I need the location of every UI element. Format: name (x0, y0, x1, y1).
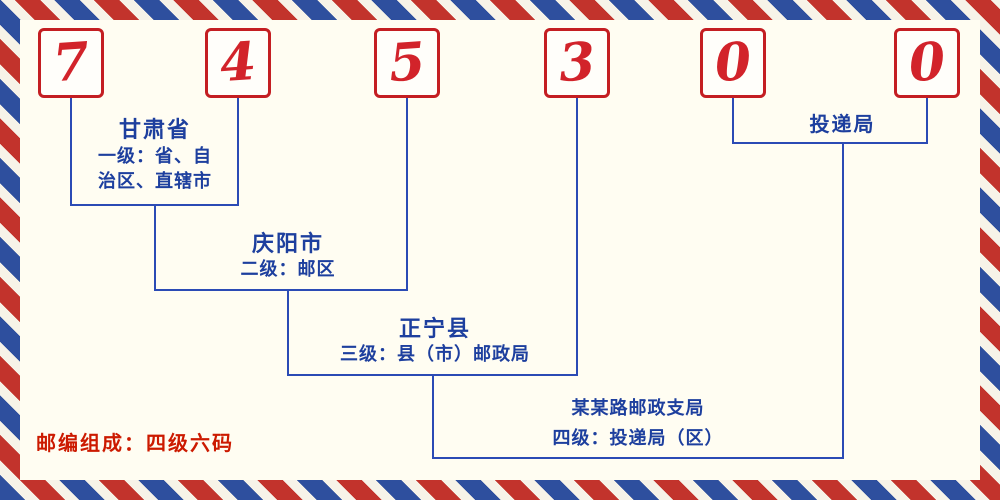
digit-4: 3 (556, 30, 598, 95)
level3-name: 正宁县 (398, 317, 471, 342)
connector-line (732, 98, 734, 144)
digit-1: 7 (50, 30, 92, 95)
level1-name: 甘肃省 (118, 118, 191, 143)
digit-3: 5 (386, 30, 428, 95)
composition-note: 邮编组成：四级六码 (36, 431, 234, 455)
level1-description-line1: 一级：省、自 (98, 146, 212, 167)
digit-2: 4 (217, 30, 259, 95)
connector-line (842, 142, 844, 459)
connector-line (287, 289, 289, 376)
connector-line (926, 98, 928, 144)
level3-description: 三级：县（市）邮政局 (340, 344, 530, 365)
connector-line (237, 98, 239, 206)
level4-description: 四级：投递局（区） (552, 428, 724, 449)
connector-line (576, 98, 578, 376)
connector-line (70, 98, 72, 206)
digit-box-2: 4 (205, 28, 271, 98)
digit-box-3: 5 (374, 28, 440, 98)
digit-5: 0 (712, 30, 754, 95)
level1-description-line2: 治区、直辖市 (98, 171, 212, 192)
level2-description: 二级：邮区 (240, 259, 336, 280)
digit-6: 0 (906, 30, 948, 95)
connector-line (154, 204, 156, 291)
connector-line (432, 457, 844, 459)
digit-box-4: 3 (544, 28, 610, 98)
diagram-background (20, 20, 980, 480)
digit-box-1: 7 (38, 28, 104, 98)
level1-description: 一级：省、自 治区、直辖市 (45, 144, 265, 194)
level4-name: 某某路邮政支局 (571, 398, 705, 419)
delivery-office-label: 投递局 (809, 112, 876, 136)
connector-line (154, 289, 408, 291)
connector-line (732, 142, 928, 144)
digit-box-6: 0 (894, 28, 960, 98)
connector-line (432, 374, 434, 459)
digit-box-5: 0 (700, 28, 766, 98)
level2-name: 庆阳市 (251, 232, 324, 257)
connector-line (406, 98, 408, 291)
